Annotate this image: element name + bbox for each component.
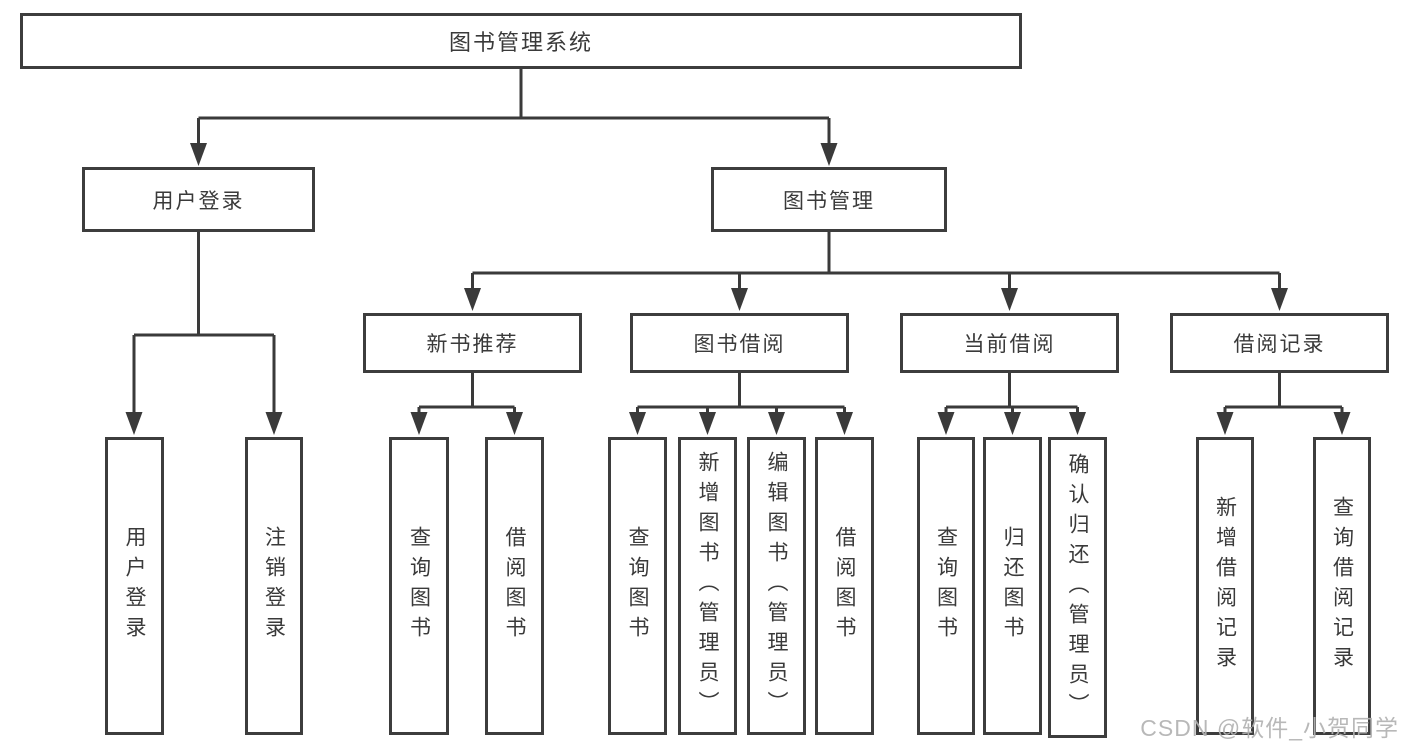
connector-root-to-level2 [197, 69, 831, 144]
arrowheads [125, 143, 1351, 435]
leaf-query-borrow-record-label: 查询借阅记录 [1330, 496, 1354, 676]
connector-book-mgmt-split [471, 232, 1281, 289]
node-book-mgmt: 图书管理 [711, 167, 947, 232]
node-new-books-label: 新书推荐 [426, 333, 519, 356]
leaf-query-books-2: 查询图书 [608, 437, 667, 735]
node-book-borrow: 图书借阅 [630, 313, 849, 373]
node-user-login-label: 用户登录 [152, 189, 245, 213]
node-current-borrow: 当前借阅 [900, 313, 1119, 373]
node-book-borrow-label: 图书借阅 [693, 333, 786, 356]
connector-user-login-split [132, 232, 276, 413]
node-current-borrow-label: 当前借阅 [963, 333, 1056, 356]
leaf-query-borrow-record: 查询借阅记录 [1313, 437, 1371, 735]
leaf-borrow-books-2-label: 借阅图书 [833, 526, 856, 646]
node-user-login: 用户登录 [82, 167, 315, 232]
leaf-borrow-books-2: 借阅图书 [815, 437, 874, 735]
leaf-add-borrow-record-label: 新增借阅记录 [1213, 496, 1237, 676]
leaf-confirm-return-admin: 确认归还（管理员） [1048, 437, 1107, 738]
leaf-add-books-admin-label: 新增图书（管理员） [696, 451, 719, 721]
leaf-user-login-label: 用户登录 [123, 526, 146, 646]
leaf-borrow-books-1: 借阅图书 [485, 437, 544, 735]
leaf-logout: 注销登录 [245, 437, 303, 735]
leaf-return-books: 归还图书 [983, 437, 1042, 735]
node-borrow-records: 借阅记录 [1170, 313, 1389, 373]
leaf-confirm-return-admin-label: 确认归还（管理员） [1066, 452, 1089, 723]
leaf-borrow-books-1-label: 借阅图书 [503, 526, 526, 646]
node-root: 图书管理系统 [20, 13, 1022, 69]
connector-new-books-split [417, 373, 516, 413]
leaf-edit-books-admin-label: 编辑图书（管理员） [765, 451, 788, 721]
leaf-query-books-2-label: 查询图书 [626, 526, 649, 646]
leaf-query-books-1-label: 查询图书 [407, 526, 431, 646]
leaf-edit-books-admin: 编辑图书（管理员） [747, 437, 806, 735]
connector-current-borrow-split [944, 373, 1079, 413]
leaf-return-books-label: 归还图书 [1001, 526, 1024, 646]
node-new-books: 新书推荐 [363, 313, 582, 373]
connector-borrow-records-split [1223, 373, 1344, 413]
leaf-query-books-3: 查询图书 [917, 437, 975, 735]
node-root-label: 图书管理系统 [448, 30, 593, 55]
leaf-query-books-1: 查询图书 [389, 437, 449, 735]
leaf-query-books-3-label: 查询图书 [934, 526, 958, 646]
leaf-logout-label: 注销登录 [262, 526, 286, 646]
leaf-user-login: 用户登录 [105, 437, 164, 735]
node-borrow-records-label: 借阅记录 [1233, 333, 1326, 356]
leaf-add-borrow-record: 新增借阅记录 [1196, 437, 1254, 735]
connector-book-borrow-split [636, 373, 846, 413]
leaf-add-books-admin: 新增图书（管理员） [678, 437, 737, 735]
csdn-watermark: CSDN @软件_小贺同学 [1140, 715, 1399, 741]
node-book-mgmt-label: 图书管理 [783, 189, 875, 213]
